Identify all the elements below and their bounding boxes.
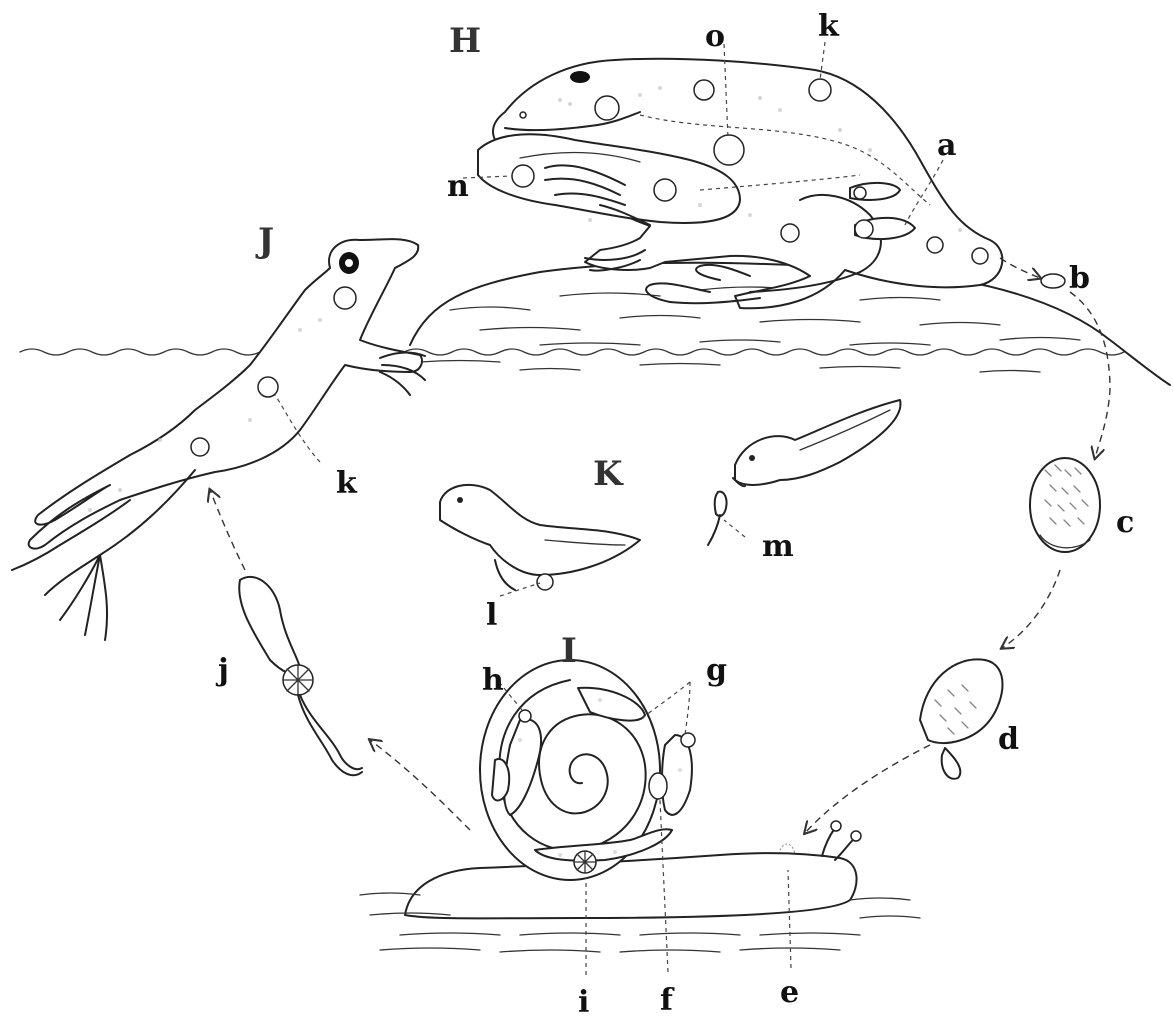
label-f: f bbox=[660, 983, 675, 1016]
stage-label-k: K bbox=[593, 454, 624, 494]
label-h: h bbox=[482, 663, 504, 698]
stage-label-j: J bbox=[255, 221, 274, 261]
label-g: g bbox=[706, 653, 727, 688]
stage-label-i: I bbox=[561, 631, 577, 671]
stage-label-h: H bbox=[449, 21, 481, 61]
label-n: n bbox=[447, 169, 469, 204]
tadpole-m bbox=[708, 400, 900, 545]
label-k-left: k bbox=[336, 466, 358, 501]
tadpole-l bbox=[440, 485, 640, 590]
egg-c bbox=[1030, 458, 1100, 552]
label-j: j bbox=[215, 653, 229, 688]
label-l: l bbox=[486, 598, 497, 633]
label-k-top: k bbox=[818, 9, 840, 44]
label-e: e bbox=[780, 975, 799, 1010]
egg-b bbox=[1041, 274, 1065, 288]
label-a: a bbox=[937, 128, 956, 163]
label-c: c bbox=[1116, 505, 1134, 540]
label-o: o bbox=[705, 19, 725, 54]
label-m: m bbox=[762, 529, 794, 564]
water-surface bbox=[20, 349, 1124, 372]
label-i: i bbox=[578, 985, 589, 1016]
label-b: b bbox=[1069, 261, 1090, 296]
snail-i bbox=[360, 660, 920, 952]
cercaria-j bbox=[239, 577, 362, 775]
miracidium-d bbox=[920, 659, 1003, 778]
frog-j bbox=[12, 239, 425, 640]
label-d: d bbox=[998, 722, 1019, 757]
